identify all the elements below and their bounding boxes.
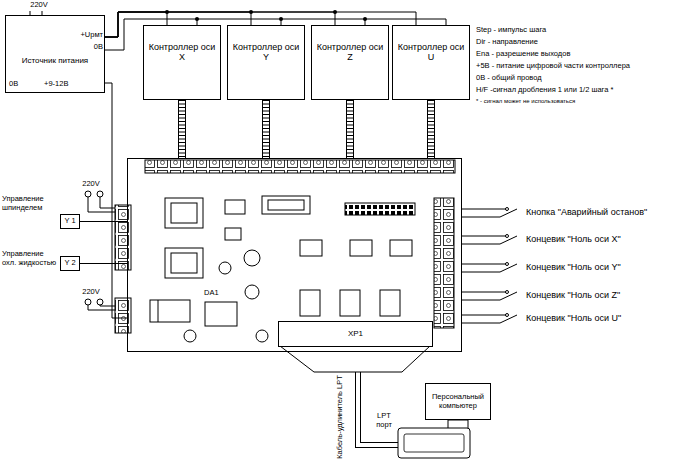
- signal-note: +5В - питание цифровой части контроллера: [476, 62, 674, 71]
- wire-stroke: [428, 100, 434, 158]
- axis-controller-box: Контроллер оси X: [143, 25, 221, 100]
- wire: [105, 83, 127, 318]
- limit-switches: [462, 208, 517, 324]
- wire-stroke: [346, 100, 354, 158]
- node-text: XP1: [348, 329, 363, 338]
- node-text: DA1: [204, 289, 219, 298]
- voltage-label: 220V: [76, 288, 106, 297]
- switch-label: Концевик "Ноль оси U": [526, 313, 674, 323]
- switch-label: Кнопка "Аварийный останов": [526, 207, 674, 217]
- computer-box: Персональный компьютер: [425, 383, 491, 420]
- wire-stroke: [262, 100, 270, 158]
- signal-note: H/F -сигнал дробления 1 или 1/2 шага *: [476, 86, 674, 95]
- wire-stroke: [179, 100, 185, 158]
- terminal-label: 0В: [9, 80, 29, 89]
- wire-stroke: [263, 100, 269, 158]
- node-text: Контроллер оси U: [395, 42, 467, 63]
- signal-note: Step - импульс шага: [476, 26, 674, 35]
- control-label: Управление охл. жидкостью: [2, 250, 58, 267]
- node-text: Y 1: [64, 217, 75, 226]
- signal-note: Ena - разрешение выходов: [476, 50, 674, 59]
- signal-note: Dir - направление: [476, 38, 674, 47]
- wire-stroke: [80, 221, 127, 222]
- lpt-plug-inner: [404, 434, 464, 452]
- wire-stroke: [178, 100, 186, 158]
- relay-box: Y 2: [60, 256, 80, 271]
- switch-label: Концевик "Ноль оси Z": [526, 290, 674, 300]
- node-text: Y 2: [64, 259, 75, 268]
- node-text: Источник питания: [22, 56, 88, 65]
- node-text: Контроллер оси Z: [314, 42, 386, 63]
- terminal-label: 0В: [80, 43, 103, 52]
- wire-stroke: [428, 100, 434, 158]
- terminal-label: +Upмт: [70, 31, 103, 40]
- ribbon-cable: [266, 100, 267, 158]
- wire-stroke: [179, 100, 185, 158]
- terminal-label: +9-12В: [44, 80, 84, 89]
- node-text: Персональный компьютер: [428, 393, 488, 410]
- wire-stroke: [80, 263, 127, 264]
- ribbon-cable: [182, 100, 183, 158]
- lpt-plug: [398, 428, 470, 458]
- board-components: [115, 160, 455, 342]
- port-label: LPT порт: [370, 412, 398, 429]
- ribbon-cable: [431, 100, 432, 158]
- wire-stroke: [427, 100, 435, 158]
- wire-stroke: [347, 100, 353, 158]
- wire-stroke: [347, 100, 353, 158]
- signal-note: 0В - общий провод: [476, 74, 674, 83]
- voltage-label: 220V: [76, 180, 106, 189]
- node-text: Контроллер оси X: [146, 42, 218, 63]
- lpt-connector: XP1: [278, 321, 433, 347]
- voltage-label: 220V: [24, 1, 54, 10]
- ribbon-cable: [350, 100, 351, 158]
- wire: [80, 263, 127, 264]
- node-text: Контроллер оси Y: [230, 42, 302, 63]
- wire-stroke: [263, 100, 269, 158]
- control-label: Управление шпинделем: [2, 195, 58, 212]
- switch-label: Концевик "Ноль оси Y": [526, 262, 674, 272]
- wire: [80, 221, 127, 222]
- interface-board: DA1XP1: [127, 158, 462, 352]
- axis-controller-box: Контроллер оси U: [392, 25, 470, 100]
- connector-shroud: [280, 346, 430, 372]
- axis-controller-box: Контроллер оси Z: [311, 25, 389, 100]
- cable-label: Кабель-удлинитель LPT: [335, 373, 345, 461]
- wire-stroke: [105, 83, 127, 318]
- switch-label: Концевик "Ноль оси X": [526, 234, 674, 244]
- relay-box: Y 1: [60, 214, 80, 229]
- footnote: * - сигнал может не использоваться: [476, 98, 674, 105]
- axis-controller-box: Контроллер оси Y: [227, 25, 305, 100]
